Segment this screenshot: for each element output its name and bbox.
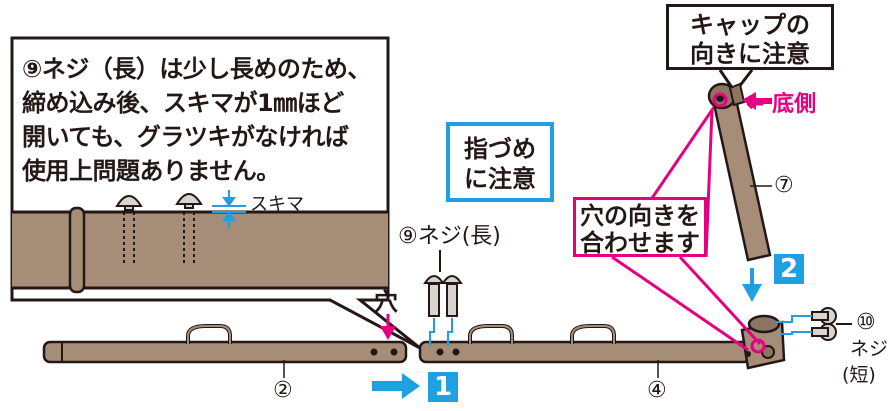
hole-label: 穴 [374, 288, 398, 316]
screw-guide-lines [429, 318, 453, 346]
step2-arrow [742, 268, 762, 302]
long-screws [423, 250, 463, 317]
screw-short-name: ネジ [850, 338, 889, 360]
gap-indicator [212, 190, 246, 228]
part-7-number: ⑦ [774, 173, 794, 198]
screw-short-size: (短) [842, 364, 876, 386]
pipe-2 [42, 324, 408, 364]
note-line: ⑨ネジ（長）は少し長めのため、 [22, 55, 371, 83]
step1-arrow [372, 373, 420, 399]
zoom-screw-2 [175, 193, 203, 266]
finger-caution-box: 指づめ に注意 [446, 122, 554, 202]
bottom-side-arrow [742, 92, 772, 110]
zoom-pipe [12, 212, 388, 288]
short-screws [811, 307, 852, 341]
caution-line: に注意 [464, 165, 536, 193]
hole-orientation-callout: 穴の向きを 合わせます [573, 197, 707, 257]
zoom-screw-1 [115, 195, 143, 266]
short-screw-guides [776, 315, 812, 335]
cap-line: キャップの [690, 11, 810, 39]
pipe-7 [707, 82, 772, 262]
hole-callout-line: 穴の向きを [580, 202, 700, 230]
part-2-number: ② [273, 378, 293, 403]
note-line: 使用上問題ありません。 [22, 157, 280, 185]
cap-orientation-callout: キャップの 向きに注意 [666, 4, 834, 70]
part-4-number: ④ [647, 378, 667, 403]
step-2-badge: 2 [774, 254, 804, 284]
screw-short-number: ⑩ [856, 310, 876, 335]
zoom-ring [68, 206, 86, 294]
joint-fitting [740, 314, 786, 370]
part-leaders [283, 185, 772, 378]
note-text: ⑨ネジ（長）は少し長めのため、 締め込み後、スキマが1㎜ほど 開いても、グラツキ… [22, 52, 371, 188]
hole-callout-line: 合わせます [580, 229, 700, 257]
cap-line: 向きに注意 [690, 40, 810, 68]
note-line: 開いても、グラツキがなければ [22, 123, 349, 151]
pipe-4 [418, 324, 752, 364]
caution-line: 指づめ [464, 135, 536, 163]
note-line: 締め込み後、スキマが1㎜ほど [22, 89, 344, 117]
hole-arrow [380, 314, 396, 340]
bottom-side-label: ← 底側 [746, 92, 817, 117]
gap-label: スキマ [250, 194, 304, 215]
screw-long-label: ⑨ネジ(長) [398, 224, 501, 249]
step-1-badge: 1 [428, 372, 458, 402]
